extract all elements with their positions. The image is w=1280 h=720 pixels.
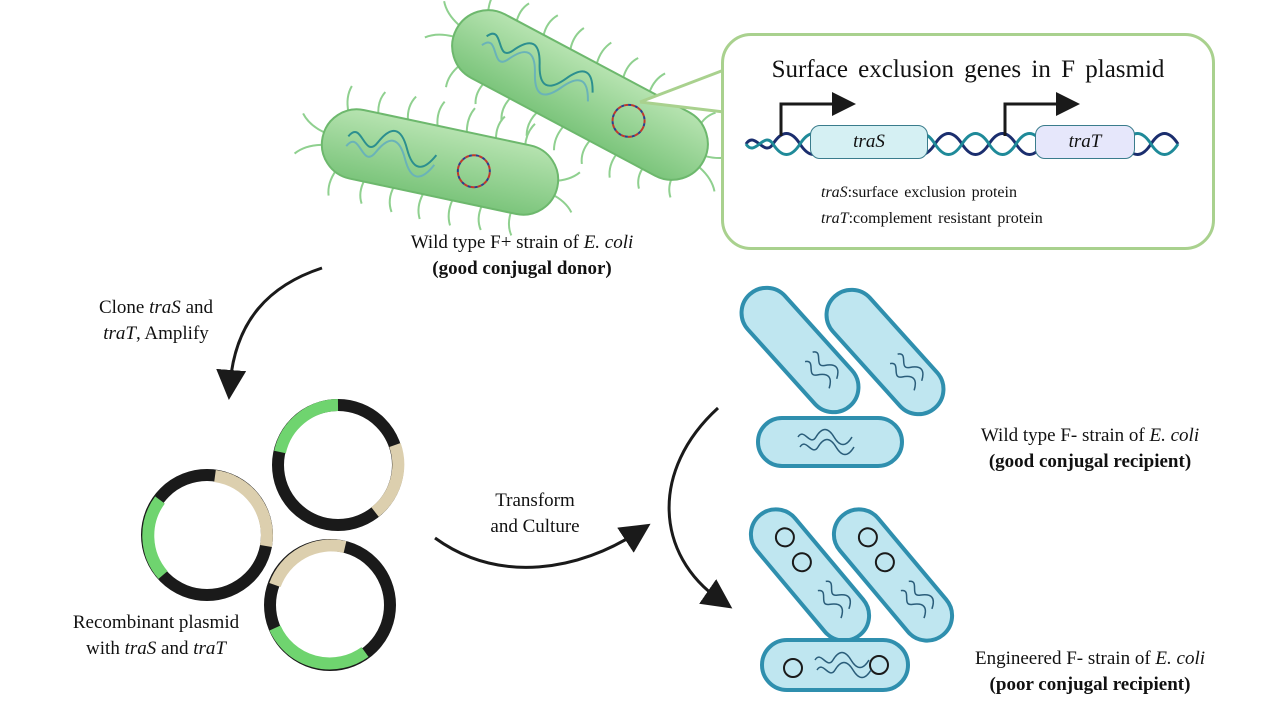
- plasmid-left: [141, 469, 273, 601]
- recombinant-plasmid-label: Recombinant plasmid with traS and traT: [72, 612, 240, 659]
- callout-title: Surface exclusion genes in F plasmid: [771, 56, 1165, 83]
- promoter-arrow-tras: [779, 92, 856, 136]
- arrow-to-engineered: [667, 406, 733, 609]
- wildtype-recipient-label: Wild type F- strain of E. coli (good con…: [980, 425, 1200, 472]
- callout-pointer-outline: [639, 68, 725, 114]
- legend-tras: traS:surface exclusion protein: [821, 184, 1017, 201]
- gene-box-tras: traS: [810, 125, 928, 159]
- arrow-transform: [434, 523, 651, 569]
- wildtype-recipients: [739, 285, 946, 468]
- clone-amplify-label: Clone traS and traT, Amplify: [98, 297, 213, 344]
- callout-pointer: [640, 70, 724, 112]
- promoter-arrow-trat: [1003, 92, 1080, 136]
- surface-exclusion-callout: Surface exclusion genes in F plasmid tra…: [721, 33, 1215, 250]
- donor-bacterium-front: [293, 85, 581, 236]
- donor-label: Wild type F+ strain of E. coli (good con…: [410, 232, 634, 279]
- arrow-clone-amplify: [216, 266, 323, 400]
- engineered-recipient-label: Engineered F- strain of E. coli (poor co…: [974, 648, 1206, 695]
- plasmid-right: [264, 539, 396, 671]
- recombinant-plasmids: [141, 399, 405, 671]
- gene-box-trat: traT: [1035, 125, 1135, 159]
- transform-culture-label: Transform and Culture: [490, 490, 580, 537]
- engineered-recipients: [748, 507, 955, 692]
- donor-bacteria: [293, 0, 735, 236]
- plasmid-top: [272, 399, 405, 531]
- legend-trat: traT:complement resistant protein: [821, 210, 1043, 227]
